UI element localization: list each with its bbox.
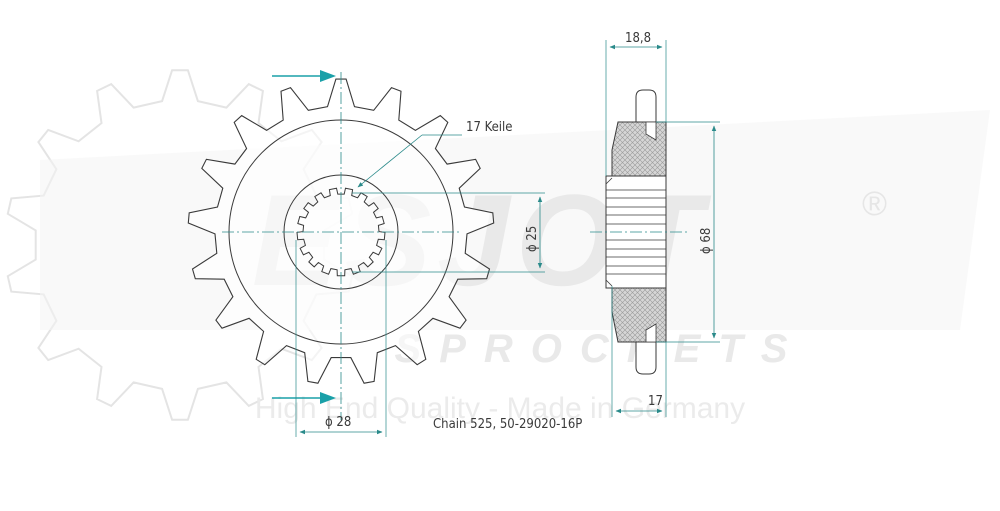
part-caption: Chain 525, 50-29020-16P — [433, 417, 582, 432]
section-arrowhead-top — [320, 70, 336, 82]
section-arrowhead-bottom — [320, 392, 336, 404]
tooth-tip-top — [635, 89, 657, 123]
dia25-label: ϕ 25 — [525, 226, 540, 252]
tooth-tip-bottom — [635, 341, 657, 375]
splines-label: 17 Keile — [466, 120, 513, 135]
splines-leader-diagonal — [357, 134, 423, 188]
groove-bottom — [645, 323, 657, 343]
width17-label: 17 — [648, 394, 663, 409]
section-body-top — [611, 121, 667, 179]
side-view: 18,8 17 ϕ 68 — [590, 31, 720, 417]
groove-top — [645, 121, 657, 141]
bore-chamfer-bottom — [605, 279, 613, 287]
width188-label: 18,8 — [625, 31, 651, 46]
watermark-sprocket-icon — [6, 69, 354, 421]
watermark-tagline: High End Quality - Made in Germany — [255, 392, 745, 425]
bore-chamfer-top — [605, 177, 613, 185]
section-body-bottom — [611, 285, 667, 343]
watermark-subline: SPROCKETS — [395, 327, 806, 371]
front-view: 17 Keile ϕ 25 ϕ 28 — [187, 70, 545, 437]
dia28-label: ϕ 28 — [325, 415, 351, 430]
bore-spline-lines — [606, 189, 666, 275]
watermark-registered: ® — [862, 185, 887, 223]
dia68-label: ϕ 68 — [699, 228, 714, 254]
